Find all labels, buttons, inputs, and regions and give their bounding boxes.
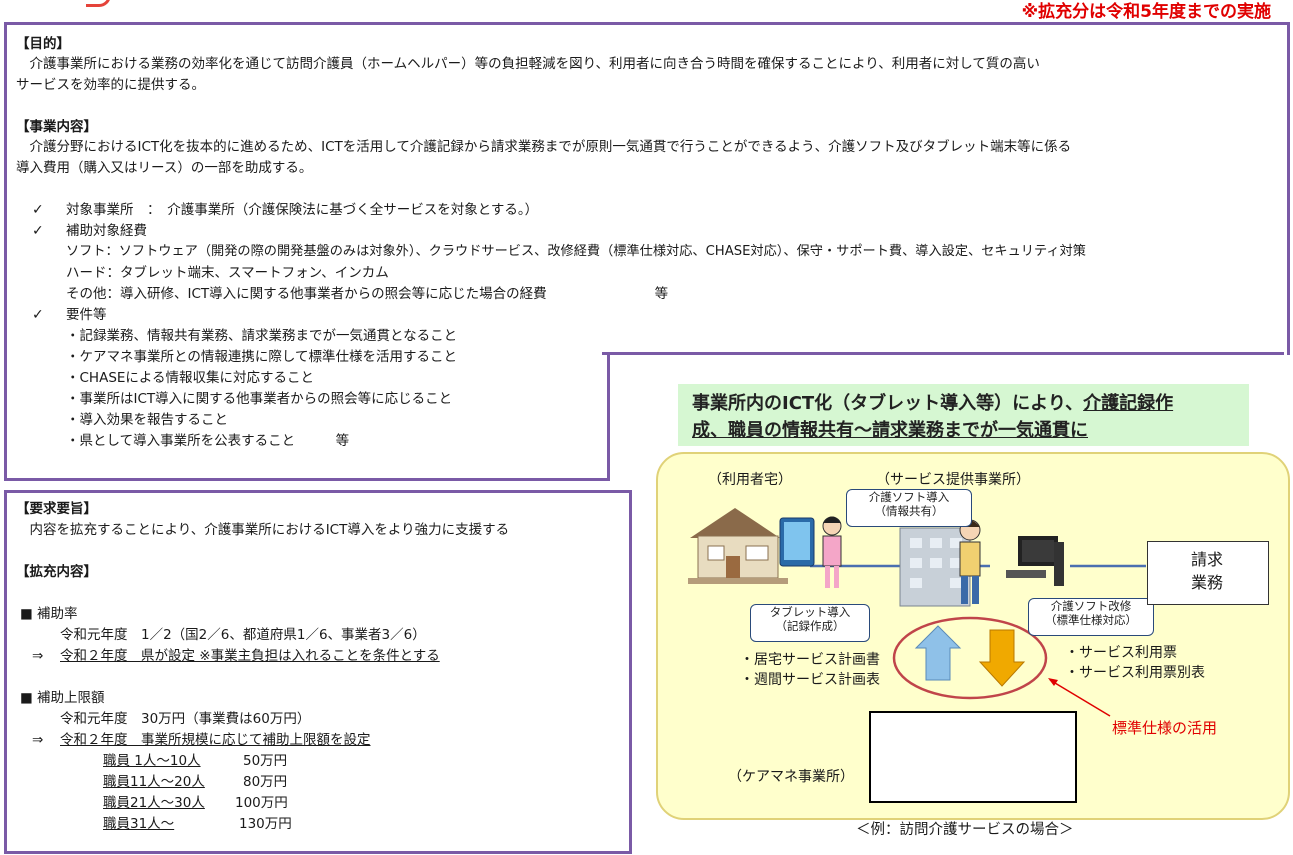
subsidy-limit-heading: ■ 補助上限額: [20, 690, 105, 706]
service-ticket-doc: ・サービス利用票: [1065, 645, 1177, 661]
expense-heading: 補助対象経費: [66, 223, 147, 239]
decorative-arc: [86, 0, 111, 7]
content-heading: 【事業内容】: [16, 119, 97, 135]
care-plan-doc: ・居宅サービス計画書: [740, 652, 880, 668]
content-line-2: 導入費用（購入又はリース）の一部を助成する。: [16, 160, 313, 176]
user-home-label: （利用者宅）: [708, 472, 792, 488]
diagram-headline: 事業所内のICT化（タブレット導入等）により、介護記録作 成、職員の情報共有～請…: [692, 393, 1174, 441]
provider-label: （サービス提供事業所）: [876, 472, 1030, 488]
billing-box: [1147, 541, 1269, 605]
callout-software-install: 介護ソフト導入（情報共有）: [846, 489, 972, 527]
requirement-item: ・記録業務、情報共有業務、請求業務までが一気通貫となること: [66, 328, 458, 344]
overview-frame-step: [602, 352, 1284, 355]
requirements-heading: 要件等: [66, 307, 107, 323]
subsidy-rate-r1: 令和元年度 1／2（国2／6、都道府県1／6、事業者3／6）: [60, 627, 426, 643]
callout-software-modify: 介護ソフト改修（標準仕様対応）: [1028, 598, 1154, 636]
expansion-heading: 【拡充内容】: [16, 564, 97, 580]
requirement-item: ・ケアマネ事業所との情報連携に際して標準仕様を活用すること: [66, 349, 457, 365]
house-icon: [688, 508, 788, 584]
subsidy-rate-heading: ■ 補助率: [20, 606, 78, 622]
arrow-icon: ⇒: [32, 648, 44, 664]
desktop-computer-icon: [1006, 536, 1064, 586]
tablet-icon: [779, 517, 815, 567]
overview-frame-bottom: [4, 352, 610, 481]
requirement-item: ・県として導入事業所を公表すること 等: [66, 433, 350, 449]
arrow-down-icon: [978, 629, 1026, 687]
standard-oval: [892, 616, 1048, 700]
expense-other: その他：導入研修、ICT導入に関する他事業者からの照会等に応じた場合の経費 等: [66, 286, 669, 302]
check-icon: ✓: [32, 223, 44, 239]
arrow-up-icon: [914, 625, 962, 681]
headline-background: [678, 384, 1249, 446]
arrow-icon: ⇒: [32, 732, 44, 748]
office-building-icon: [899, 527, 971, 607]
overview-frame-top: [4, 22, 1290, 355]
service-ticket-appendix-doc: ・サービス利用票別表: [1065, 665, 1205, 681]
staff-limit-row: 職員31人～130万円: [103, 816, 292, 832]
callout-tablet-install: タブレット導入（記録作成）: [750, 604, 870, 642]
purpose-line-2: サービスを効率的に提供する。: [16, 77, 205, 93]
purpose-line-1: 介護事業所における業務の効率化を通じて訪問介護員（ホームヘルパー）等の負担軽減を…: [16, 56, 1040, 72]
expansion-period-note: ※拡充分は令和5年度までの実施: [1021, 2, 1271, 22]
expense-hardware: ハード：タブレット端末、スマートフォン、インカム: [66, 265, 389, 281]
caregiver-icon: [822, 516, 842, 588]
request-heading: 【要求要旨】: [16, 501, 97, 517]
weekly-plan-doc: ・週間サービス計画表: [740, 672, 880, 688]
pointer-line: [1049, 679, 1111, 717]
subsidy-limit-r1: 令和元年度 30万円（事業費は60万円）: [60, 711, 311, 727]
content-line-1: 介護分野におけるICT化を抜本的に進めるため、ICTを活用して介護記録から請求業…: [16, 139, 1072, 155]
requirement-item: ・CHASEによる情報収集に対応すること: [66, 370, 315, 386]
care-manager-box: [869, 711, 1077, 803]
pointer-arrowhead: [1048, 678, 1058, 686]
check-icon: ✓: [32, 202, 44, 218]
check-icon: ✓: [32, 307, 44, 323]
purpose-heading: 【目的】: [16, 36, 70, 52]
requirement-item: ・導入効果を報告すること: [66, 412, 228, 428]
requirement-item: ・事業所はICT導入に関する他事業者からの照会等に応じること: [66, 391, 453, 407]
diagram-caption: ＜例：訪問介護サービスの場合＞: [856, 822, 1074, 838]
expense-software: ソフト：ソフトウェア（開発の際の開発基盤のみは対象外）、クラウドサービス、改修経…: [66, 244, 1086, 259]
request-text: 内容を拡充することにより、介護事業所におけるICT導入をより強力に支援する: [16, 522, 510, 538]
subsidy-limit-r2: 令和２年度 事業所規模に応じて補助上限額を設定: [60, 732, 371, 748]
billing-label: 請求業務: [1190, 550, 1223, 592]
standard-usage-label: 標準仕様の活用: [1112, 719, 1218, 737]
subsidy-rate-r2: 令和２年度 県が設定 ※事業主負担は入れることを条件とする: [60, 648, 440, 664]
care-manager-label: （ケアマネ事業所）: [728, 769, 854, 785]
target-facilities: 対象事業所 ： 介護事業所（介護保険法に基づく全サービスを対象とする。）: [66, 202, 539, 218]
expansion-frame: [4, 490, 632, 854]
